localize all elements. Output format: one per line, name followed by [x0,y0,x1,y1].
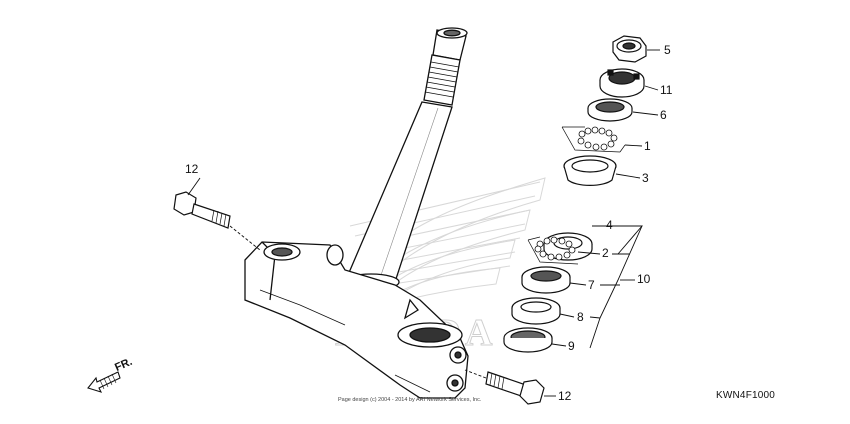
adjusting-nut [599,68,645,98]
steel-balls-upper [561,126,626,153]
bolt-left [173,191,231,229]
steering-stem-shaft [342,27,468,291]
callout-2: 2 [602,246,609,260]
front-direction-arrow-icon [87,371,121,393]
callout-1: 1 [644,139,651,153]
diagram-code: KWN4F1000 [716,390,776,401]
callout-6: 6 [660,108,667,122]
bottom-bridge [244,241,469,399]
dust-seal [587,98,633,122]
callout-7: 7 [588,278,595,292]
lower-outer-race [511,297,561,325]
callout-4: 4 [606,218,613,232]
callout-9: 9 [568,339,575,353]
callout-8: 8 [577,310,584,324]
lower-inner-race [521,266,571,294]
leader-lines [187,49,660,397]
callout-3: 3 [642,171,649,185]
copyright-notice: Page design (c) 2004 - 2014 by ARI Netwo… [338,397,482,403]
upper-inner-race [563,155,617,187]
callout-10: 10 [637,272,651,286]
steel-balls-lower [527,236,579,265]
callout-11: 11 [660,83,673,97]
lower-dust-seal [503,327,553,353]
callout-12-right: 12 [558,389,572,403]
stem-nut [612,35,647,63]
callout-12-left: 12 [185,162,199,176]
bolt-right [485,371,545,405]
callout-5: 5 [664,43,671,57]
